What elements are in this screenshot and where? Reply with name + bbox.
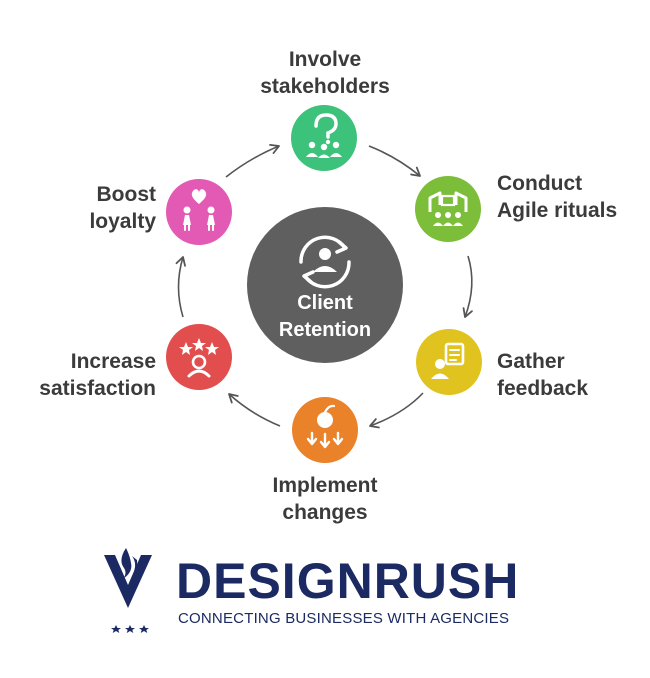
apple-arrows-icon bbox=[306, 404, 344, 449]
team-meeting-icon bbox=[428, 191, 468, 226]
node-circle-boost-loyalty bbox=[166, 179, 232, 245]
feedback-document-icon bbox=[431, 342, 465, 379]
label-conduct-agile-rituals: Conduct Agile rituals bbox=[497, 170, 637, 224]
question-group-icon bbox=[306, 113, 342, 158]
label-gather-feedback: Gather feedback bbox=[497, 348, 617, 402]
cycle-arrows bbox=[175, 143, 473, 429]
heart-people-icon bbox=[183, 189, 215, 231]
label-line1: Implement bbox=[272, 474, 378, 497]
arrow-loyalty-to-stakeholders bbox=[225, 143, 280, 178]
brand-name: DESIGNRUSH bbox=[176, 553, 520, 609]
center-label: Client Retention bbox=[246, 290, 404, 344]
designrush-logo-icon bbox=[104, 548, 152, 633]
label-line1: Gather bbox=[497, 350, 565, 373]
stars-person-icon bbox=[179, 338, 219, 378]
node-circle-gather-feedback bbox=[416, 329, 482, 395]
center-label-line2: Retention bbox=[278, 319, 372, 341]
person-refresh-icon bbox=[299, 235, 351, 289]
label-implement-changes: Implement changes bbox=[258, 472, 392, 526]
label-line2: stakeholders bbox=[260, 75, 390, 98]
arrow-implement-to-satisfaction bbox=[228, 393, 281, 427]
arrow-satisfaction-to-loyalty bbox=[175, 256, 186, 318]
node-circle-involve-stakeholders bbox=[291, 105, 357, 171]
label-increase-satisfaction: Increase satisfaction bbox=[20, 348, 156, 402]
label-line2: loyalty bbox=[89, 210, 156, 233]
label-involve-stakeholders: Involve stakeholders bbox=[258, 46, 392, 100]
center-label-line1: Client bbox=[297, 292, 353, 314]
node-circle-conduct-agile-rituals bbox=[415, 176, 481, 242]
label-line1: Involve bbox=[288, 48, 362, 71]
label-line1: Conduct bbox=[497, 172, 583, 195]
label-line2: Agile rituals bbox=[497, 199, 618, 222]
center-circle bbox=[247, 207, 403, 363]
label-line2: feedback bbox=[497, 377, 589, 400]
label-line2: satisfaction bbox=[39, 377, 156, 400]
label-line1: Increase bbox=[70, 350, 156, 373]
arrow-agile-to-feedback bbox=[462, 255, 473, 318]
arrow-stakeholders-to-agile bbox=[368, 145, 421, 177]
brand-tagline: CONNECTING BUSINESSES WITH AGENCIES bbox=[178, 610, 510, 627]
label-boost-loyalty: Boost loyalty bbox=[56, 181, 156, 235]
arrow-feedback-to-implement bbox=[369, 392, 424, 429]
label-line1: Boost bbox=[96, 183, 157, 206]
label-line2: changes bbox=[282, 501, 368, 524]
node-circle-implement-changes bbox=[292, 397, 358, 463]
